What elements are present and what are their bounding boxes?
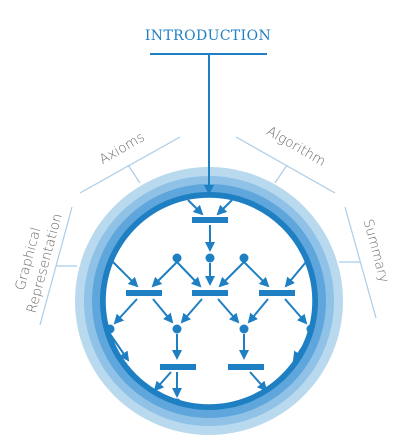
- place-node: [172, 253, 182, 263]
- place-node: [239, 324, 249, 334]
- transition-bar: [126, 290, 162, 296]
- place-node: [205, 253, 215, 263]
- transition-bar: [192, 217, 228, 223]
- place-node: [239, 253, 249, 263]
- transition-bar: [160, 364, 196, 370]
- transition-bar: [259, 290, 295, 296]
- summary-label[interactable]: Summary: [360, 217, 392, 284]
- petri-net-icon: [105, 199, 313, 405]
- inner-rim: [104, 196, 314, 406]
- algorithm-label[interactable]: Algorithm: [264, 123, 329, 170]
- section-guides: [39, 136, 377, 326]
- axioms-label[interactable]: Axioms: [97, 129, 148, 168]
- introduction-title[interactable]: INTRODUCTION: [145, 28, 271, 44]
- ring-stack: [75, 167, 343, 435]
- place-node: [172, 324, 182, 334]
- transition-bar: [228, 364, 264, 370]
- transition-bar: [192, 290, 228, 296]
